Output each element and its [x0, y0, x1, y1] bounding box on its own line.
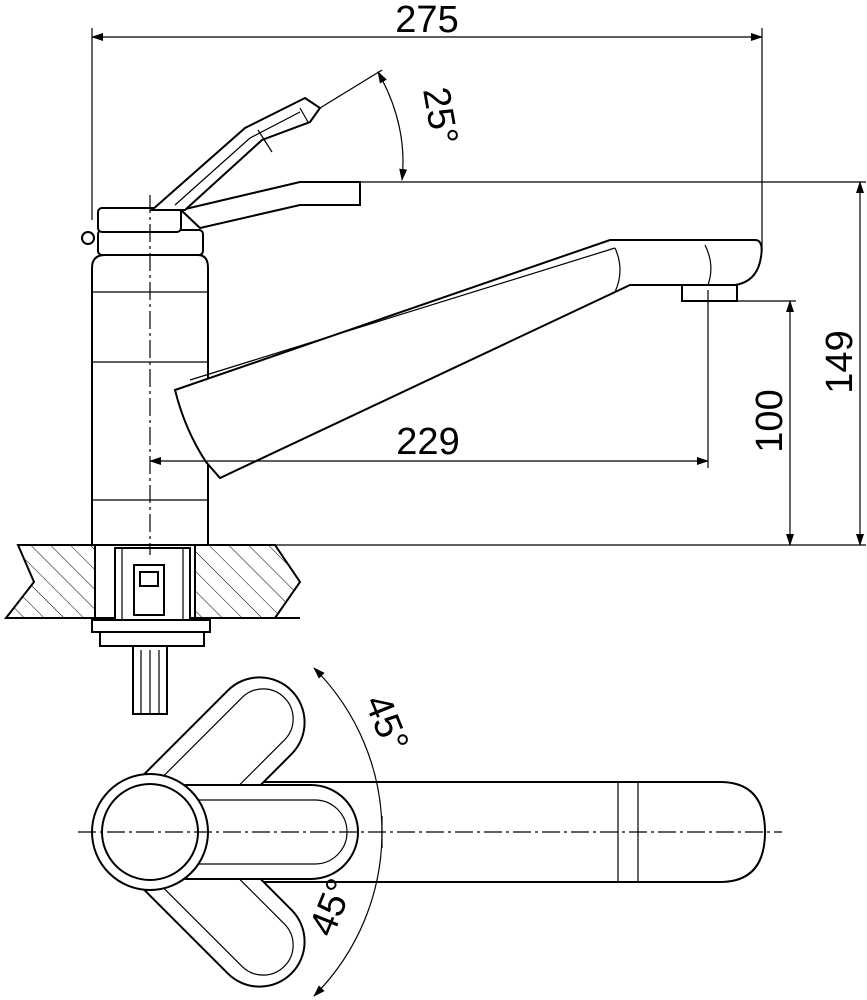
dimension-spout-reach: 229: [149, 290, 709, 468]
rotation-angle-lower-label: 45°: [302, 873, 362, 942]
lever-raised: [149, 96, 322, 211]
dimension-lever-angle: 25°: [319, 69, 465, 181]
dimension-149-label: 149: [819, 330, 861, 393]
dimension-100-label: 100: [749, 389, 791, 452]
side-view: 275 229 149 100 25°: [3, 0, 866, 715]
dimension-overall-length: 275: [91, 0, 763, 250]
lever-closed: [178, 181, 361, 230]
dimension-229-label: 229: [396, 421, 459, 463]
mounting-hardware: [91, 547, 211, 715]
rotation-angle-upper-label: 45°: [356, 689, 416, 758]
countertop-section: [3, 544, 302, 619]
spout: [173, 239, 763, 480]
faucet-body: [81, 207, 209, 546]
dimension-275-label: 275: [395, 0, 458, 41]
top-view: 45° 45°: [78, 667, 782, 997]
dimension-spout-height: 100: [737, 300, 796, 546]
dimension-total-height: 149: [208, 181, 866, 546]
lever-angle-label: 25°: [414, 84, 465, 148]
